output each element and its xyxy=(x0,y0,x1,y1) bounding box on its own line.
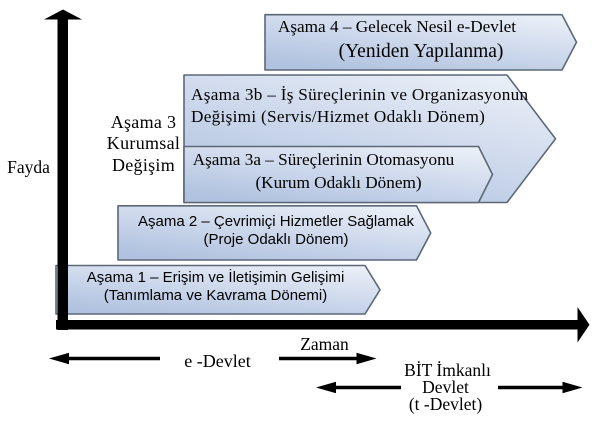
bit-left-arrow-icon xyxy=(316,381,401,394)
stage-1-title: Aşama 1 – Erişim ve İletişimin Gelişimi xyxy=(86,268,345,286)
stage-4-subtitle: (Yeniden Yapılanma) xyxy=(338,40,504,62)
stage-3-side-label-line3: Değişim xyxy=(111,154,176,175)
e-devlet-right-arrowhead xyxy=(356,352,377,365)
bit-devlet-label-line2: Devlet xyxy=(422,376,469,397)
stage-4-shape xyxy=(264,13,578,71)
e-devlet-left-arrow-icon xyxy=(49,352,160,365)
stage-2-shape xyxy=(117,205,432,261)
stage-4-text: Aşama 4 – Gelecek Nesil e-Devlet (Yenide… xyxy=(252,15,542,64)
stage-4-title: Aşama 4 – Gelecek Nesil e-Devlet xyxy=(277,17,517,36)
stage-3b-title: Aşama 3b – İş Süreçlerinin ve Organizasy… xyxy=(191,85,529,104)
bit-right-arrow-icon xyxy=(498,381,583,394)
y-axis-arrowhead-icon xyxy=(44,9,82,20)
stage-3a-shape xyxy=(183,145,494,204)
stage-3-side-label: Aşama 3 Kurumsal Değişim xyxy=(102,112,185,176)
stage-3-side-label-line1: Aşama 3 xyxy=(110,112,177,132)
bit-devlet-label: BİT İmkanlı Devlet (t -Devlet) xyxy=(390,359,505,414)
bit-devlet-label-line3: (t -Devlet) xyxy=(408,393,483,414)
bit-left-arrowhead xyxy=(316,381,336,394)
stage-3a-subtitle: (Kurum Odaklı Dönem) xyxy=(255,173,422,192)
stage-3b-text: Aşama 3b – İş Süreçlerinin ve Organizasy… xyxy=(191,84,531,127)
e-devlet-right-arrow-icon xyxy=(279,352,377,365)
stage-1-subtitle: (Tanımlama ve Kavrama Dönemi) xyxy=(103,286,328,304)
x-axis-arrowhead-icon xyxy=(577,307,590,343)
e-devlet-left-arrowhead xyxy=(49,352,69,365)
stage-2-text: Aşama 2 – Çevrimiçi Hizmetler Sağlamak (… xyxy=(127,213,425,250)
stage-1-shape xyxy=(55,264,381,315)
bit-right-arrowhead xyxy=(562,381,583,394)
bit-devlet-label-line1: BİT İmkanlı xyxy=(404,359,491,380)
x-axis-label: Zaman xyxy=(300,333,349,354)
stage-3-side-label-line2: Kurumsal xyxy=(106,133,181,154)
stage-1-text: Aşama 1 – Erişim ve İletişimin Gelişimi … xyxy=(63,269,369,305)
x-axis-line xyxy=(56,320,578,330)
y-axis-line xyxy=(57,17,68,330)
stage-3a-text: Aşama 3a – Süreçlerinin Otomasyonu (Kuru… xyxy=(177,148,471,194)
y-axis-label: Fayda xyxy=(7,156,50,177)
e-devlet-label: e -Devlet xyxy=(184,350,251,371)
stage-3a-title: Aşama 3a – Süreçlerinin Otomasyonu xyxy=(192,150,455,169)
stage-3b-subtitle: Değişimi (Servis/Hizmet Odaklı Dönem) xyxy=(191,106,486,126)
stage-2-subtitle: (Proje Odaklı Dönem) xyxy=(203,231,349,248)
stage-2-title: Aşama 2 – Çevrimiçi Hizmetler Sağlamak xyxy=(138,212,414,230)
